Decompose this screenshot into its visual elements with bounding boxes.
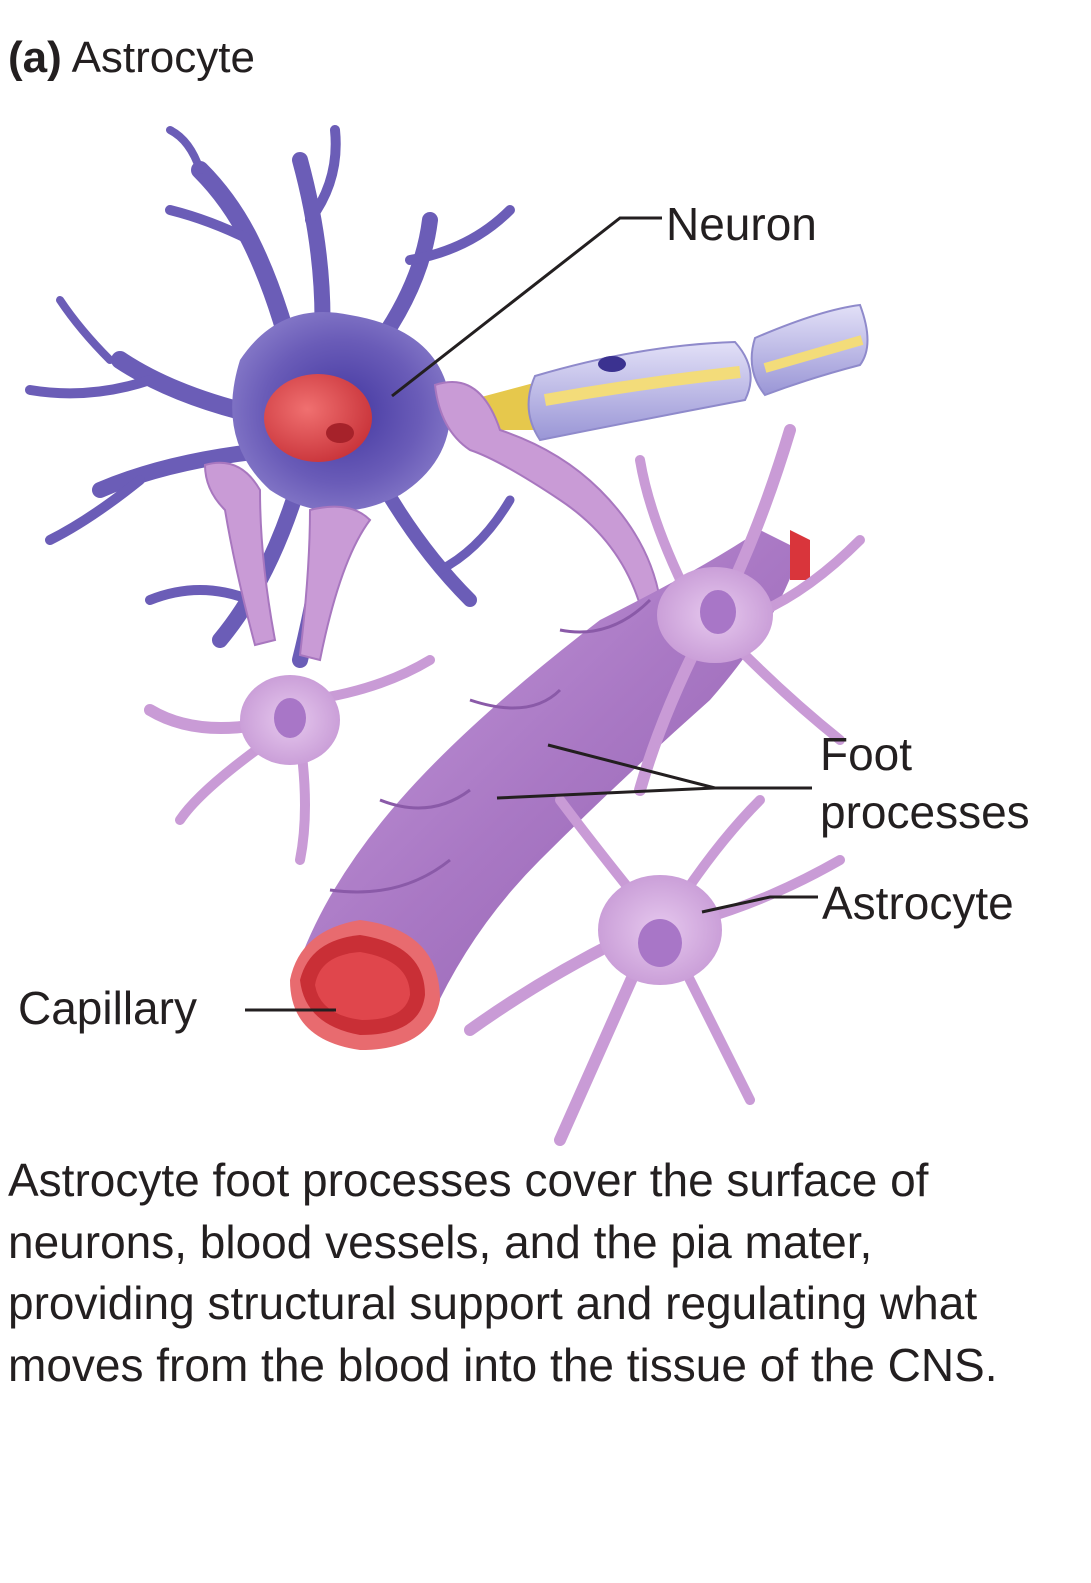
label-foot-processes-line2: processes <box>820 786 1030 838</box>
astrocyte-illustration <box>25 125 869 1146</box>
label-capillary: Capillary <box>18 982 197 1034</box>
leader-lines <box>245 216 818 1012</box>
title-text: Astrocyte <box>71 33 255 82</box>
figure-title: (a) Astrocyte <box>8 36 255 80</box>
astrocyte-cells <box>144 424 865 1146</box>
label-foot-processes-line1: Foot <box>820 728 913 780</box>
neuron-nucleus <box>264 374 372 462</box>
label-neuron: Neuron <box>666 198 817 250</box>
figure-caption: Astrocyte foot processes cover the surfa… <box>8 1154 998 1391</box>
myelinated-axon <box>470 303 869 442</box>
panel-letter: (a) <box>8 33 62 82</box>
label-astrocyte: Astrocyte <box>822 877 1014 929</box>
